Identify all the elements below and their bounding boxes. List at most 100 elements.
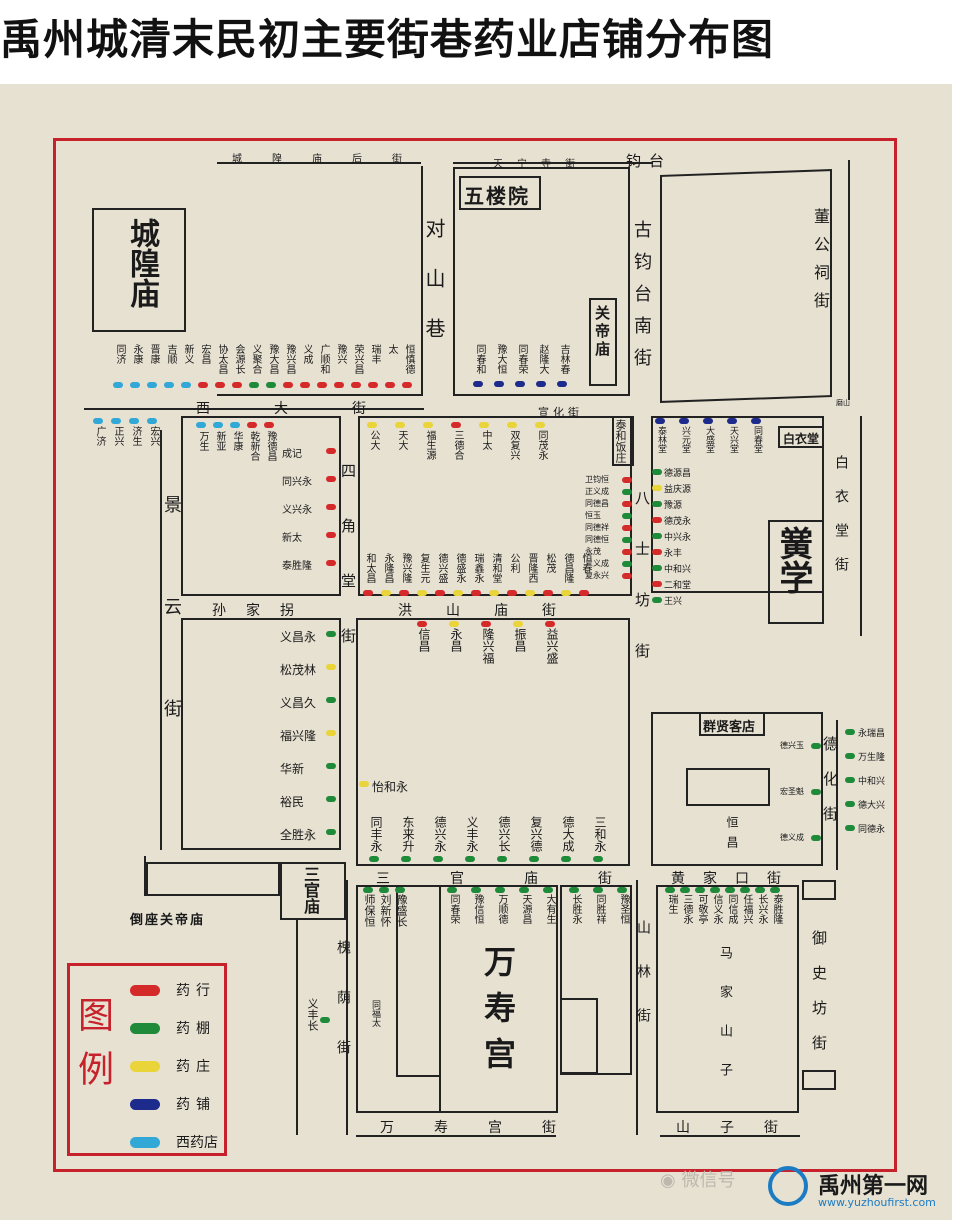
shop-bashiin-marker [622,525,632,531]
wanshou-label: 万寿宫 [479,945,517,1083]
shop-bottomrow-4: 德兴盛 [436,553,447,583]
shop-xidaright-marker [326,448,336,454]
shop-hongshanbottom-marker [433,856,443,862]
legend-swatch [130,1099,160,1110]
legend: 图例 药行药棚药庄药铺西药店 [67,963,227,1156]
street-line-huaiyin-left [296,920,298,1135]
shop-wanshou-marker [495,887,505,893]
street-xida: 西大街 [196,401,430,417]
chenghuang-label: 城隍庙 [124,218,159,308]
qunxian-label: 群贤客店 [703,720,756,735]
street-sijiao: 四角堂街 [339,463,357,683]
shop-xidaright-2: 义兴永 [282,505,312,516]
shop-bashiout-marker [652,501,662,507]
legend-title: 图例 [72,996,113,1104]
street-line-wanshou [356,1135,556,1137]
shop-bottomrow-6: 瑞鑫永 [472,553,483,583]
shop-baiyi-0: 泰林堂 [656,426,666,453]
legend-item: 药棚 [130,1018,230,1037]
shop-sunjia-3: 福兴隆 [280,729,317,743]
baiyitang-label: 白衣堂 [783,432,820,446]
shop-shanlin-marker [593,887,603,893]
shop-xida-marker [213,422,223,428]
wechat-label: 微信号 [681,1170,736,1191]
street-line-huaiyin-right [346,880,348,1135]
street-line-baiyi [860,416,862,636]
street-dehua: 德化街 [821,736,839,841]
yushi-gate-1 [802,880,836,900]
street-line-inner-1 [396,885,398,1075]
shop-lefttop-marker [93,418,103,424]
shop-sunjia-marker [326,697,336,703]
shop-sanguanleft-0: 师保恒 [363,894,376,927]
wechat-watermark: ◉ 微信号 [660,1166,735,1192]
shop-row1-marker [266,382,276,388]
shop-xida-marker [264,422,274,428]
street-jingyun: 景云街 [161,495,182,801]
shop-row1-3: 吉顺 [165,344,176,364]
shop-sijiao-marker [479,422,489,428]
shop-row1-marker [402,382,412,388]
shop-hongshanbottom-2: 德兴永 [433,816,447,852]
shop-hongshanbottom-6: 德大成 [561,816,575,852]
shop-sunjia-marker [326,631,336,637]
shop-hongshantop-0: 信昌 [417,628,431,652]
shop-row1-6: 协太昌 [216,344,227,374]
shop-wulou-marker [515,381,525,387]
shop-wanshou-marker [447,887,457,893]
shop-hongshanbottom-marker [497,856,507,862]
shop-bottomrow-marker [525,590,535,596]
shop-row1-8: 义聚合 [250,344,261,374]
legend-item: 西药店 [130,1132,230,1151]
shop-sunjia-6: 全胜永 [280,828,317,842]
shop-lefttop-2: 济生 [130,426,141,446]
shop-xidaright-1: 同兴永 [282,477,312,488]
shop-row1-10: 豫兴昌 [284,344,295,374]
street-chenghuang-hou: 城隍庙后街 [232,154,432,165]
shop-bashiin-1: 正义成 [585,487,609,496]
shop-xidaright-marker [326,504,336,510]
shop-bashiin-marker [622,513,632,519]
street-line-tianning [453,162,653,164]
shop-row1-marker [147,382,157,388]
shop-sanguanleft-2: 豫盛长 [395,894,408,927]
shop-bashiin-marker [622,549,632,555]
shop-huangjia-marker [710,887,720,893]
shop-dehua-0: 永瑞昌 [858,729,886,739]
shop-sijiao-marker [451,422,461,428]
shop-sunjia-1: 松茂林 [280,663,317,677]
shop-bottomrow-0: 和太昌 [364,553,375,583]
shop-wanshou-marker [543,887,553,893]
shop-hongshanbottom-marker [401,856,411,862]
shop-bottomrow-8: 公利 [508,553,519,573]
shop-bottomrow-9: 晋隆西 [526,553,537,583]
shop-bottomrow-10: 松茂 [544,553,555,573]
shop-hongshanbottom-7: 三和永 [593,816,607,852]
shop-row1-16: 太 [386,344,397,354]
street-line-jingyun [160,430,162,850]
shop-bashiout-marker [652,533,662,539]
sanguan-box [280,862,346,920]
legend-label: 药铺 [176,1097,216,1113]
shop-bashiin-0: 卫钧恒 [585,475,609,484]
shop-row1-14: 荣兴昌 [352,344,363,374]
shop-hongshantop-4: 益兴盛 [545,628,559,664]
shop-xida-4: 豫德昌 [265,431,276,461]
shop-bashiin-marker [622,537,632,543]
shop-hongshantop-marker [545,621,555,627]
shop-sunjia-0: 义昌永 [280,630,317,644]
street-shanlin: 山林街 [635,920,651,1052]
shop-hongshantop-3: 振昌 [513,628,527,652]
shop-bashiout-7: 二和堂 [664,581,692,591]
shop-xidaright-marker [326,532,336,538]
shop-sijiao-marker [535,422,545,428]
shop-row1-11: 义成 [301,344,312,364]
shop-row1-15: 瑞丰 [369,344,380,364]
street-dongci: 董公祠街 [811,208,830,320]
shop-xidaright-marker [326,560,336,566]
shop-huangjia-6: 长兴永 [756,894,767,924]
street-tianning: 天宁寺街 [493,159,589,170]
shop-wanshou-marker [471,887,481,893]
shop-huangjia-3: 信义永 [711,894,722,924]
street-line-hou [217,162,421,164]
